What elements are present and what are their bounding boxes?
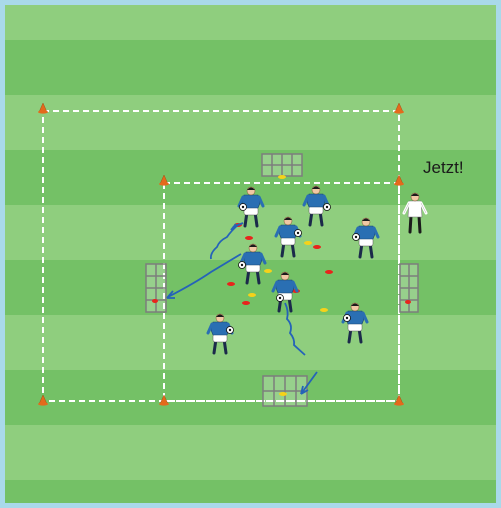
coach-callout: Jetzt!: [423, 158, 464, 178]
soccer-pitch: [5, 5, 496, 503]
